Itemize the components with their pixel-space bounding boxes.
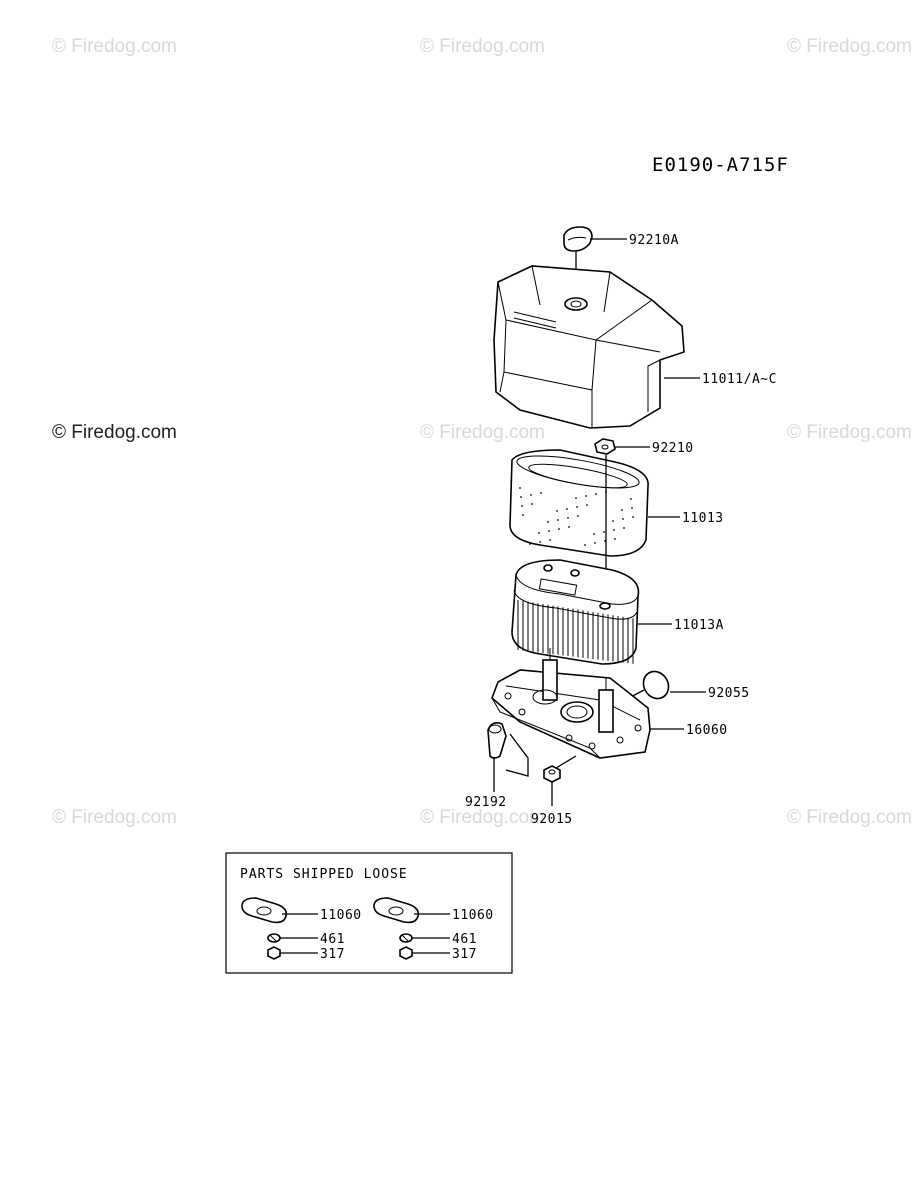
part-label-11060-left[interactable]: 11060 [320,908,362,923]
part-label-317-right[interactable]: 317 [452,947,477,962]
foam-texture-dot [558,528,560,530]
foam-texture-dot [547,521,549,523]
nut-92015[interactable] [543,765,561,783]
wing-nut-92210A[interactable] [563,226,593,252]
foam-texture-dot [621,509,623,511]
foam-texture-dot [540,492,542,494]
gasket-11060[interactable] [373,897,420,924]
foam-texture-dot [548,530,550,532]
foam-texture-dot [631,507,633,509]
nut-317[interactable] [399,946,413,960]
nut-317[interactable] [267,946,281,960]
watermark: © Firedog.com [52,807,177,828]
part-label-92210A[interactable]: 92210A [629,233,679,248]
foam-texture-dot [575,497,577,499]
foam-texture-dot [539,541,541,543]
watermark: © Firedog.com [787,36,912,57]
watermark: © Firedog.com [787,807,912,828]
foam-texture-dot [586,504,588,506]
gasket-11060[interactable] [241,897,288,924]
washer-461[interactable] [399,933,413,943]
foam-texture-dot [538,532,540,534]
watermark: © Firedog.com [52,422,177,443]
part-label-92192[interactable]: 92192 [465,795,507,810]
loose-box-title: PARTS SHIPPED LOOSE [240,867,408,882]
foam-texture-dot [568,526,570,528]
part-label-92210[interactable]: 92210 [652,441,694,456]
pre-cleaner-foam-11013[interactable] [509,449,649,557]
foam-texture-dot [630,498,632,500]
watermark: © Firedog.com [787,422,912,443]
foam-texture-dot [632,516,634,518]
foam-texture-dot [594,542,596,544]
part-label-11013A[interactable]: 11013A [674,618,724,633]
foam-texture-dot [519,487,521,489]
part-label-461-right[interactable]: 461 [452,932,477,947]
nut-92210[interactable] [594,438,616,455]
foam-texture-dot [623,527,625,529]
part-label-92055[interactable]: 92055 [708,686,750,701]
foam-texture-dot [566,508,568,510]
foam-texture-dot [531,503,533,505]
foam-texture-dot [612,520,614,522]
foam-texture-dot [622,518,624,520]
foam-texture-dot [567,517,569,519]
paper-element-11013A[interactable] [511,559,640,665]
foam-texture-dot [530,494,532,496]
part-label-317-left[interactable]: 317 [320,947,345,962]
part-label-16060[interactable]: 16060 [686,723,728,738]
foam-texture-dot [557,519,559,521]
part-label-11060-right[interactable]: 11060 [452,908,494,923]
watermark: © Firedog.com [420,422,545,443]
foam-texture-dot [614,538,616,540]
foam-texture-dot [522,514,524,516]
watermark: © Firedog.com [52,36,177,57]
foam-texture-dot [584,544,586,546]
part-label-461-left[interactable]: 461 [320,932,345,947]
air-cleaner-cover-11011[interactable] [493,265,685,429]
foam-texture-dot [529,543,531,545]
foam-texture-dot [521,505,523,507]
part-label-11013[interactable]: 11013 [682,511,724,526]
leader-line [505,733,529,777]
watermark: © Firedog.com [420,36,545,57]
watermark: © Firedog.com [420,807,545,828]
foam-texture-dot [595,493,597,495]
foam-texture-dot [520,496,522,498]
o-ring-92055[interactable] [639,667,674,703]
foam-texture-dot [576,506,578,508]
foam-texture-dot [613,529,615,531]
leader-line [555,755,577,769]
foam-texture-dot [585,495,587,497]
diagram-code: E0190-A715F [652,154,789,176]
foam-texture-dot [577,515,579,517]
foam-texture-dot [593,533,595,535]
parts-shipped-loose-box: PARTS SHIPPED LOOSE 11060 461 317 11060 [225,852,513,974]
foam-texture-dot [556,510,558,512]
foam-texture-dot [549,539,551,541]
washer-461[interactable] [267,933,281,943]
part-label-92015[interactable]: 92015 [531,812,573,827]
breather-fitting-92192[interactable] [487,722,507,759]
base-plate-16060[interactable] [491,648,651,759]
foam-texture-dot [603,531,605,533]
part-label-11011[interactable]: 11011/A~C [702,372,777,387]
